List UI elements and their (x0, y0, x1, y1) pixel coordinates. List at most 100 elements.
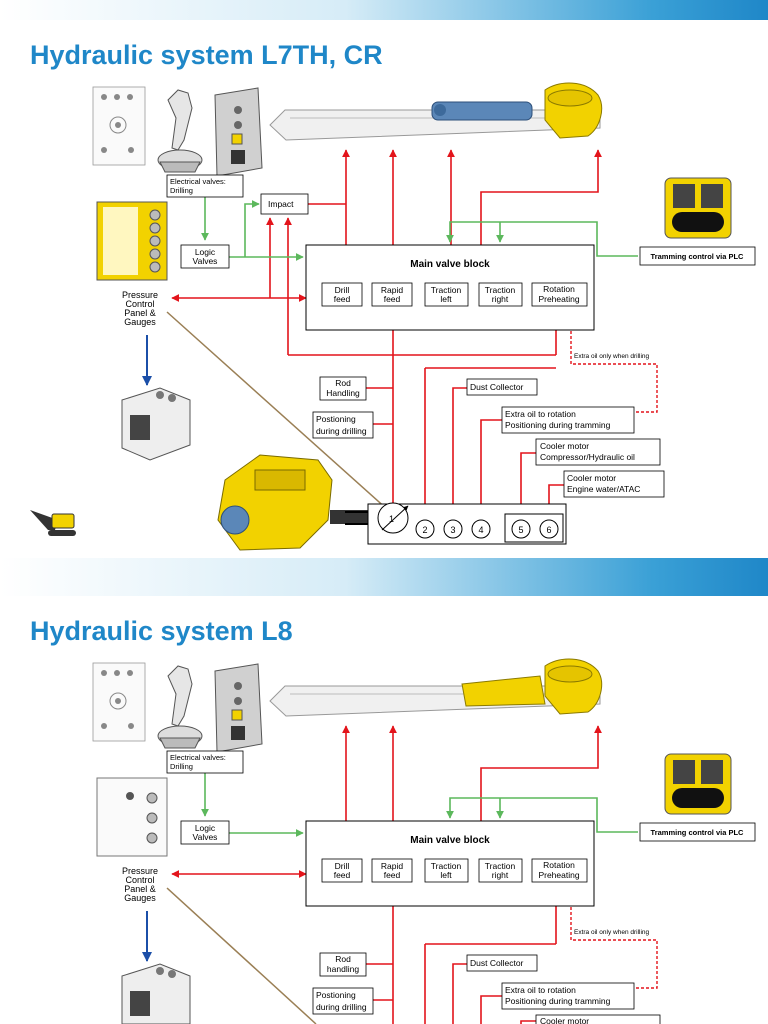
slide-2: Hydraulic system L8 (0, 576, 768, 1024)
drill-feed-image (269, 658, 603, 717)
rapid-feed-label-2: feed (384, 294, 401, 304)
rapid-feed-label: Rapid (381, 285, 403, 295)
drill-panel-image (92, 662, 146, 742)
dust-collector-box (466, 378, 538, 396)
panel-label: Panel & (124, 884, 156, 894)
positioning-drilling-box (312, 411, 374, 439)
traction-left-label: Traction (431, 285, 462, 295)
pump-4 (471, 519, 491, 539)
preheating-label: Preheating (538, 870, 579, 880)
tramming-box (639, 246, 756, 266)
hydraulic-diagram: Electrical valves: Drilling Logic Valves… (92, 658, 756, 1024)
traction-right-box (478, 282, 523, 307)
cooler-motor-1-label-2: Compressor/Hydraulic oil (540, 452, 635, 462)
traction-right-label: Traction (485, 861, 516, 871)
rod-handling-box (319, 952, 367, 977)
tan-link-line (166, 311, 389, 511)
electrical-valves-box (166, 750, 244, 774)
cooler-motor-2-box (563, 470, 665, 498)
logic-label: Logic (195, 247, 216, 257)
pump-block (345, 502, 567, 545)
rotation-label: Rotation (543, 860, 575, 870)
logic-valves-box (180, 820, 230, 845)
extra-oil-rotation-label: Extra oil to rotation (505, 985, 576, 995)
valves-label: Valves (193, 832, 218, 842)
preheating-label: Preheating (538, 294, 579, 304)
extra-oil-rotation-box (501, 982, 635, 1010)
rotation-label: Rotation (543, 284, 575, 294)
electrical-valves-label-2: Drilling (170, 762, 193, 771)
tramming-control-image (664, 753, 732, 815)
rod-label: Rod (335, 954, 351, 964)
rotation-preheating-box (531, 282, 588, 307)
pump-1-label: 1 (389, 514, 394, 524)
electrical-valves-box (166, 174, 244, 198)
logic-label: Logic (195, 823, 216, 833)
hydraulic-tank-image (121, 963, 191, 1024)
traction-right-label-2: right (492, 870, 509, 880)
tramming-control-image (664, 177, 732, 239)
logic-valves-box (180, 244, 230, 269)
logic-valve-panel-image (96, 777, 168, 857)
cooler-motor-1-box (535, 438, 661, 466)
cooler-motor-1-box (535, 1014, 661, 1024)
traction-left-box (424, 282, 469, 307)
positioning-drilling-label-2: during drilling (316, 1002, 367, 1012)
drill-feed-label: Drill (335, 861, 350, 871)
pump-6 (539, 519, 559, 539)
hydraulic-diagram: Electrical valves: Drilling Impact Logic… (30, 82, 756, 551)
drill-feed-label: Drill (335, 285, 350, 295)
gauges-label: Gauges (124, 893, 156, 903)
tramming-label: Tramming control via PLC (651, 252, 745, 261)
page-number: 1 (7, 562, 11, 568)
gauge-panel-image (214, 663, 263, 753)
extra-oil-rotation-label: Extra oil to rotation (505, 409, 576, 419)
rapid-feed-box (371, 858, 413, 883)
extra-oil-drilling-label: Extra oil only when drilling (574, 353, 650, 360)
drill-feed-box (321, 858, 363, 883)
traction-left-label: Traction (431, 861, 462, 871)
hydraulic-tank-image (121, 387, 191, 461)
electrical-valves-label: Electrical valves: (170, 177, 226, 186)
drill-feed-label-2: feed (334, 870, 351, 880)
cooler-motor-2-label: Cooler motor (567, 473, 616, 483)
main-valve-block-label: Main valve block (410, 259, 490, 270)
joystick-image (157, 665, 203, 749)
positioning-drilling-label: Postioning (316, 990, 356, 1000)
drill-feed-box (321, 282, 363, 307)
cooler-motor-1-label: Cooler motor (540, 1016, 589, 1024)
traction-right-label: Traction (485, 285, 516, 295)
excavator-logo-icon (30, 510, 76, 536)
positioning-drilling-label: Postioning (316, 414, 356, 424)
handling-label: handling (327, 964, 359, 974)
handling-label: Handling (326, 388, 360, 398)
positioning-drilling-box (312, 987, 374, 1015)
top-band (0, 0, 768, 20)
control-label: Control (125, 299, 154, 309)
tan-link-line (166, 887, 317, 1024)
pressure-label: Pressure (122, 290, 158, 300)
pump-3-label: 3 (450, 525, 455, 535)
gauge-panel-image (214, 87, 263, 177)
electrical-valves-label-2: Drilling (170, 186, 193, 195)
dust-collector-label: Dust Collector (470, 382, 524, 392)
dust-collector-box (466, 954, 538, 972)
pump-2 (415, 519, 435, 539)
tramming-label: Tramming control via PLC (651, 828, 745, 837)
bottom-band (0, 558, 768, 576)
main-valve-block-label: Main valve block (410, 835, 490, 846)
rapid-feed-label-2: feed (384, 870, 401, 880)
traction-right-label-2: right (492, 294, 509, 304)
cooler-motor-2-label-2: Engine water/ATAC (567, 484, 640, 494)
traction-left-label-2: left (440, 870, 452, 880)
impact-box (260, 193, 309, 215)
rotation-preheating-box (531, 858, 588, 883)
extra-oil-rotation-box (501, 406, 635, 434)
cooler-motor-1-label: Cooler motor (540, 441, 589, 451)
pump-4-label: 4 (478, 525, 483, 535)
drill-panel-image (92, 86, 146, 166)
pressure-label: Pressure (122, 866, 158, 876)
positioning-tramming-label: Positioning during tramming (505, 420, 611, 430)
pump-3 (443, 519, 463, 539)
pump-2-label: 2 (422, 525, 427, 535)
